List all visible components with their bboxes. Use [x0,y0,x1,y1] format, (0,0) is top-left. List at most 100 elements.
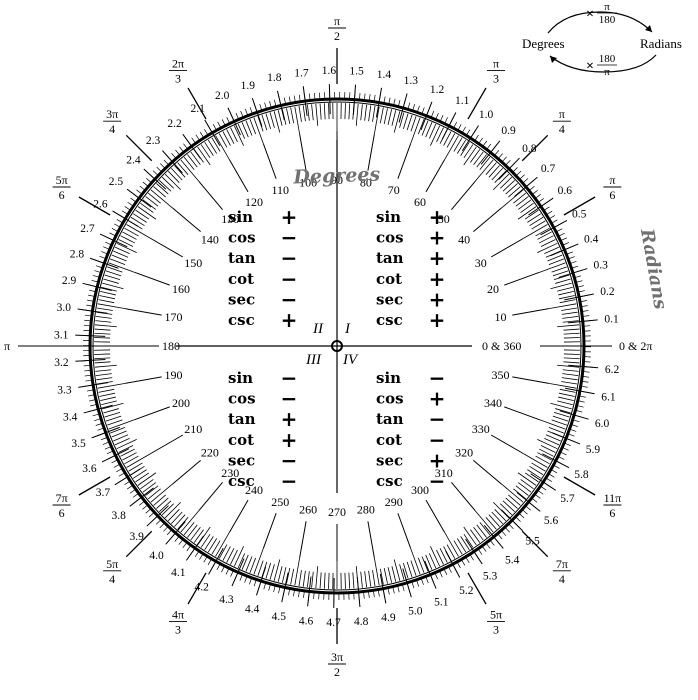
degree-tick [100,290,116,296]
conversion-top-multiply: × [586,7,594,22]
radian-leader [398,93,408,123]
function-sign-csc: + [429,308,446,332]
arrow-degrees-to-radians [547,11,653,34]
degree-tick [253,547,264,575]
radian-label-3.6: 3.6 [82,463,97,475]
degree-tick [105,270,122,277]
radian-label-1.4: 1.4 [377,69,392,81]
degree-tick [557,286,573,292]
degree-label-330: 330 [472,422,490,436]
degree-tick [130,216,145,227]
degree-tick [444,531,459,557]
radian-tick [519,513,525,519]
radian-tick [182,542,187,549]
degree-tick [558,290,574,296]
radian-tick [525,506,531,511]
radian-tick [221,119,226,125]
radian-tick [470,554,474,561]
function-sign-cot: − [281,267,298,291]
radian-tick [402,585,405,592]
degree-tick [524,209,539,220]
radian-tick [568,433,575,437]
degree-leader [473,207,503,232]
degree-tick [470,149,481,163]
degree-tick [537,452,552,461]
degree-tick [315,566,319,589]
radian-tick [111,228,118,232]
radian-tick [516,170,522,176]
conversion-inset: Degrees Radians × π 180 × 180 π [522,1,682,78]
degree-label-280: 280 [357,502,375,516]
degree-tick [421,556,429,572]
radian-tick [113,464,120,468]
quadrant-IV-label: IV [342,352,359,368]
radian-tick [264,102,267,109]
radian-tick [581,385,588,388]
degree-label-270: 270 [328,505,346,519]
radian-tick [152,170,158,176]
radian-tick [195,134,200,141]
degree-label-10: 10 [494,310,506,324]
radian-label-3.0: 3.0 [57,302,72,314]
degree-tick [298,570,302,587]
special-angle-numerator: π [609,173,615,187]
radian-label-1.8: 1.8 [267,72,282,84]
degree-tick [116,439,137,450]
function-name-sec: sec [228,290,255,308]
degree-tick [122,452,137,461]
degree-tick [520,202,534,213]
degree-tick [94,328,111,331]
degree-tick [97,382,126,389]
function-sign-sin: − [429,366,446,390]
special-angle-numerator: π [559,107,565,121]
special-angle-225: 5π4 [103,557,122,586]
radian-tick [453,121,458,128]
degree-tick [211,540,221,555]
degree-tick [150,189,173,209]
degree-tick [120,235,135,244]
radian-label-2.7: 2.7 [80,223,95,235]
degree-tick [513,488,527,500]
degree-tick [108,419,136,430]
degree-tick [140,202,154,213]
degree-tick [113,250,129,258]
radian-tick [444,569,448,576]
degree-label-200: 200 [172,396,190,410]
degree-leader [504,271,540,286]
radian-tick [160,163,165,169]
degree-tick [368,570,372,587]
degree-tick [294,106,301,135]
radian-label-5.2: 5.2 [459,585,474,597]
degree-tick [98,299,115,304]
degree-leader [125,376,162,384]
title-degrees: Degrees [292,163,381,188]
function-name-cot: cot [376,270,402,288]
degree-tick [190,151,201,165]
radian-tick [515,517,521,522]
degree-tick [94,357,111,360]
function-sign-cot: + [281,428,298,452]
degree-tick [446,544,456,559]
function-sign-csc: + [281,308,298,332]
degree-tick [94,332,111,335]
radian-leader [498,157,520,180]
degree-tick [524,472,539,483]
radian-leader [567,319,598,324]
radian-leader [514,176,538,197]
degree-tick [545,434,561,442]
radian-tick [118,472,125,477]
radian-tick [269,101,272,108]
radian-leader [75,359,106,362]
degree-tick [222,546,231,561]
radian-label-4.8: 4.8 [354,616,369,628]
degree-tick [249,557,257,574]
degree-tick [529,465,544,476]
degree-tick [183,522,195,536]
degree-tick [132,469,147,479]
radian-tick [174,536,179,542]
radian-leader [99,233,128,248]
radian-tick [109,232,116,236]
degree-leader [299,521,307,558]
radian-label-4.2: 4.2 [195,582,210,594]
